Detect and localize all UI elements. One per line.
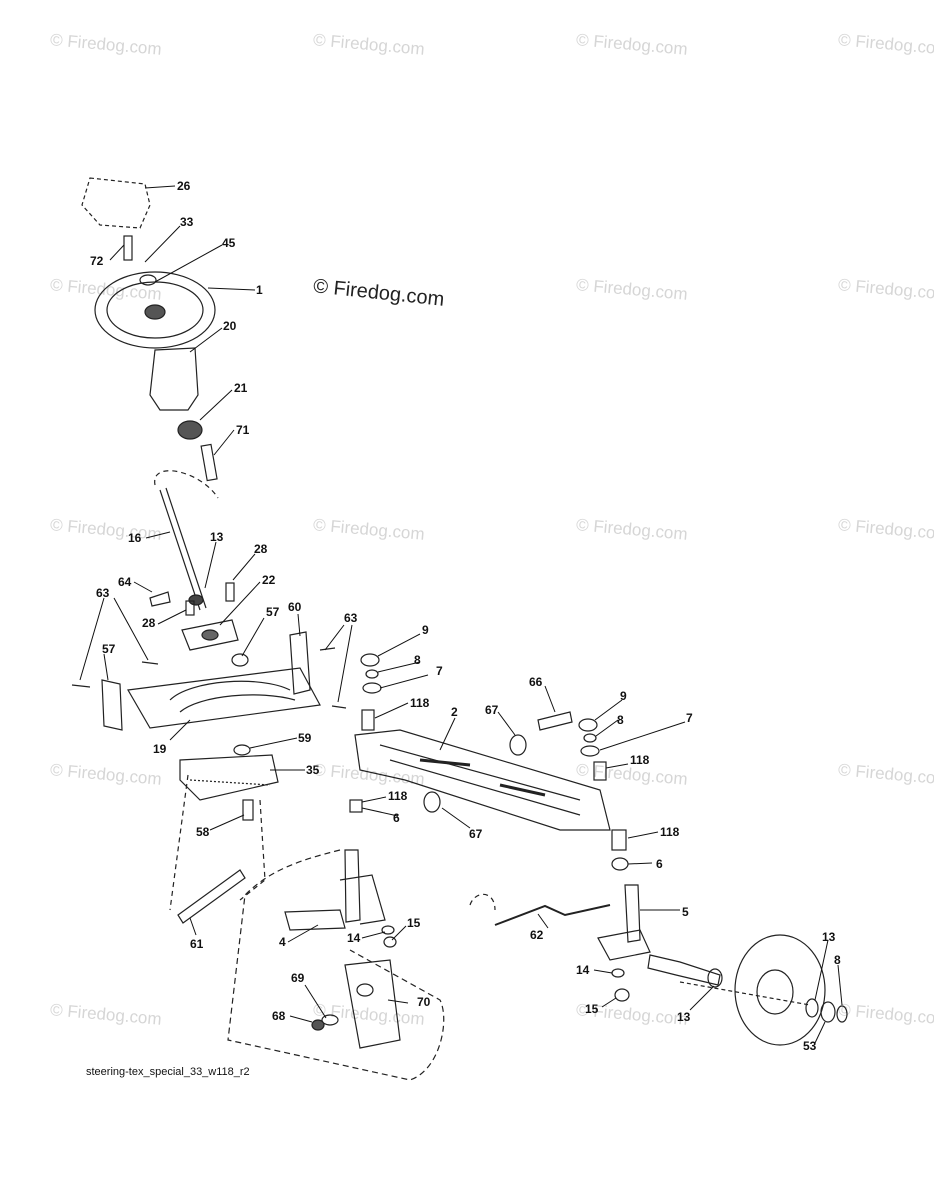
flange-bushing	[181, 619, 239, 651]
diagram-caption: steering-tex_special_33_w118_r2	[86, 1066, 250, 1078]
part-number-label: 7	[436, 664, 443, 678]
part-number-label: 14	[576, 963, 590, 977]
adapter-21	[177, 420, 203, 440]
part-number-label: 9	[620, 689, 627, 703]
part-number-label: 45	[222, 236, 236, 250]
part-number-label: 13	[822, 930, 836, 944]
plate-57-right	[289, 631, 311, 695]
part-number-label: 7	[686, 711, 693, 725]
steering-wheel	[94, 271, 216, 349]
part-number-label: 68	[272, 1009, 286, 1023]
part-number-label: 8	[414, 653, 421, 667]
pin-71	[200, 443, 218, 482]
part-number-label: 118	[660, 825, 680, 839]
spindle-5	[624, 884, 641, 943]
column-boot	[149, 347, 199, 411]
part-number-label: 60	[288, 600, 302, 614]
mount-70	[344, 959, 401, 1049]
part-number-label: 22	[262, 573, 276, 587]
part-number-label: 8	[834, 953, 841, 967]
part-number-label: 15	[585, 1002, 599, 1016]
part-number-label: 61	[190, 937, 204, 951]
part-number-label: 63	[344, 611, 358, 625]
part-number-label: 63	[96, 586, 110, 600]
part-number-label: 28	[254, 542, 268, 556]
part-number-label: 15	[407, 916, 421, 930]
part-number-label: 64	[118, 575, 132, 589]
part-number-label: 21	[234, 381, 248, 395]
part-number-label: 20	[223, 319, 237, 333]
part-number-label: 66	[529, 675, 543, 689]
part-number-label: 118	[410, 696, 430, 710]
bolt-72	[123, 235, 133, 261]
part-number-label: 6	[393, 811, 400, 825]
wheel-hub	[144, 304, 166, 320]
part-number-label: 118	[630, 753, 650, 767]
part-number-label: 6	[656, 857, 663, 871]
spindle-4	[284, 909, 346, 931]
part-number-label: 69	[291, 971, 305, 985]
part-number-label: 67	[469, 827, 483, 841]
seat-outline	[81, 177, 151, 229]
steering-plate	[127, 667, 321, 729]
part-number-label: 26	[177, 179, 191, 193]
plate-57-left	[101, 679, 123, 731]
part-number-label: 8	[617, 713, 624, 727]
sector-gear	[179, 754, 279, 801]
part-number-label: 57	[266, 605, 280, 619]
part-number-label: 28	[142, 616, 156, 630]
drag-link-61	[177, 869, 246, 924]
part-number-label: 33	[180, 215, 194, 229]
part-number-label: 118	[388, 789, 408, 803]
part-number-label: 19	[153, 742, 167, 756]
part-number-label: 57	[102, 642, 116, 656]
part-number-label: 35	[306, 763, 320, 777]
front-axle-2	[354, 729, 611, 831]
part-number-label: 62	[530, 928, 544, 942]
front-wheel	[734, 934, 826, 1046]
part-number-label: 70	[417, 995, 431, 1009]
tie-rod-62	[494, 904, 611, 926]
part-number-label: 67	[485, 703, 499, 717]
part-number-label: 9	[422, 623, 429, 637]
part-number-label: 2	[451, 705, 458, 719]
spindle-4-post	[344, 849, 361, 923]
part-number-label: 13	[677, 1010, 691, 1024]
part-number-label: 13	[210, 530, 224, 544]
part-number-label: 53	[803, 1039, 817, 1053]
part-number-label: 59	[298, 731, 312, 745]
part-number-label: 72	[90, 254, 104, 268]
part-number-label: 16	[128, 531, 142, 545]
part-number-label: 71	[236, 423, 250, 437]
part-number-label: 14	[347, 931, 361, 945]
part-number-label: 58	[196, 825, 210, 839]
part-number-label: 4	[279, 935, 286, 949]
steering-shaft	[159, 487, 207, 611]
part-number-label: 5	[682, 905, 689, 919]
part-number-label: 1	[256, 283, 263, 297]
